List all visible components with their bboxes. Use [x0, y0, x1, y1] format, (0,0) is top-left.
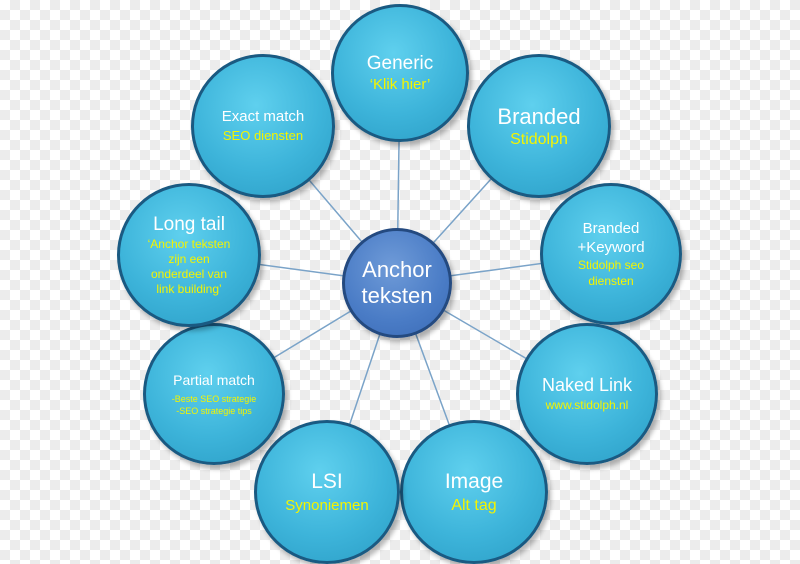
node-exact-match-sub-1: SEO diensten [222, 128, 304, 143]
node-exact-match-title: Exact match [221, 108, 305, 125]
node-image-sub-1: Alt tag [451, 497, 497, 514]
node-lsi: LSI Synoniemen [254, 420, 400, 564]
node-long-tail-sub-3: onderdeel van [150, 267, 228, 281]
node-image: Image Alt tag [400, 420, 548, 564]
node-long-tail-sub-1: ‘Anchor teksten [147, 237, 231, 251]
node-branded-keyword-title: Branded [582, 220, 640, 237]
node-lsi-sub-1: Synoniemen [285, 497, 369, 514]
node-branded-sub-1: Stidolph [510, 130, 568, 148]
node-long-tail: Long tail ‘Anchor teksten zijn een onder… [117, 183, 261, 327]
node-long-tail-sub-2: zijn een [168, 252, 210, 266]
node-exact-match: Exact match SEO diensten [191, 54, 335, 198]
node-generic-sub-1: ‘Klik hier’ [369, 76, 431, 93]
center-line-1: Anchor [362, 257, 432, 282]
node-lsi-title: LSI [311, 470, 343, 493]
node-long-tail-sub-4: link building’ [156, 282, 222, 296]
node-branded: Branded Stidolph [467, 54, 611, 198]
node-branded-title: Branded [497, 103, 581, 129]
node-partial-match-sub-1: -Beste SEO strategie [171, 394, 257, 404]
node-generic: Generic ‘Klik hier’ [331, 4, 469, 142]
node-generic-title: Generic [366, 53, 434, 74]
node-naked-link-sub-1: www.stidolph.nl [545, 398, 629, 412]
node-partial-match-title: Partial match [173, 372, 255, 388]
node-image-title: Image [444, 470, 504, 493]
node-partial-match: Partial match -Beste SEO strategie -SEO … [143, 323, 285, 465]
node-branded-keyword: Branded +Keyword Stidolph seo diensten [540, 183, 682, 325]
node-branded-keyword-sub-1: Stidolph seo [577, 258, 645, 272]
node-branded-keyword-sub-2: diensten [588, 274, 634, 288]
node-naked-link: Naked Link www.stidolph.nl [516, 323, 658, 465]
node-partial-match-sub-2: -SEO strategie tips [176, 406, 252, 416]
node-branded-keyword-title-2: +Keyword [577, 239, 645, 256]
center-node-anchor-teksten: Anchor teksten [342, 228, 452, 338]
center-line-2: teksten [361, 283, 433, 308]
node-naked-link-title: Naked Link [541, 375, 633, 395]
node-long-tail-title: Long tail [153, 214, 225, 235]
